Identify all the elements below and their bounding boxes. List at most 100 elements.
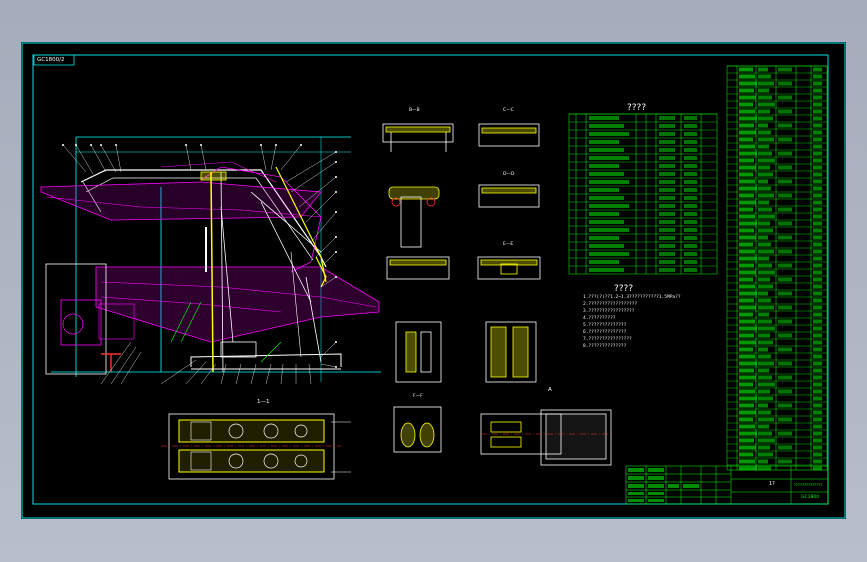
- parts-table-row: [569, 113, 717, 120]
- title-block: [625, 465, 829, 505]
- note-1: 1.???(?)??1.2~1.3???????????1.5MPa??: [583, 295, 681, 300]
- title-tag: GC1800/2: [37, 57, 65, 63]
- notes-heading: ????: [614, 284, 634, 294]
- parts-table-row: [569, 177, 717, 184]
- plan-view-1-1: [161, 413, 351, 480]
- section-label-a: A: [548, 387, 552, 393]
- parts-table-row: [569, 185, 717, 192]
- parts-table-row: [569, 265, 717, 272]
- parts-list-row: [727, 72, 827, 79]
- parts-list-row: [727, 240, 827, 247]
- parts-list-row: [727, 436, 827, 443]
- parts-list-row: [727, 163, 827, 170]
- parts-list-row: [727, 415, 827, 422]
- parts-list-row: [727, 79, 827, 86]
- parts-list-row: [727, 142, 827, 149]
- parts-list-row: [727, 331, 827, 338]
- parts-table-row: [569, 209, 717, 216]
- parts-list-row: [727, 93, 827, 100]
- parts-table-row: [569, 233, 717, 240]
- parts-table-row: [569, 225, 717, 232]
- parts-list-row: [727, 212, 827, 219]
- parts-list-row: [727, 387, 827, 394]
- parts-table-row: [569, 129, 717, 136]
- parts-list-row: [727, 450, 827, 457]
- section-label-f: F—F: [413, 394, 423, 399]
- note-6: 6.??????????????: [583, 330, 627, 335]
- parts-list-row: [727, 191, 827, 198]
- section-label-b: B—B: [409, 108, 420, 113]
- parts-list-row: [727, 198, 827, 205]
- parts-list-row: [727, 366, 827, 373]
- parts-table-row: [569, 121, 717, 128]
- parts-list-row: [727, 135, 827, 142]
- note-2: 2.??????????????????: [583, 302, 638, 307]
- parts-table-row: [569, 169, 717, 176]
- parts-list-row: [727, 268, 827, 275]
- parts-list-row: [727, 296, 827, 303]
- parts-list-row: [727, 100, 827, 107]
- parts-list-row: [727, 408, 827, 415]
- drawing-code: GC1800: [801, 495, 820, 500]
- parts-list-row: [727, 380, 827, 387]
- parts-list-row: [727, 170, 827, 177]
- parts-list-row: [727, 65, 827, 72]
- section-label-d: D—D: [503, 172, 515, 177]
- parts-list-row: [727, 177, 827, 184]
- note-8: 8.??????????????: [583, 344, 627, 349]
- parts-table-row: [569, 217, 717, 224]
- parts-table-row: [569, 201, 717, 208]
- parts-list-row: [727, 373, 827, 380]
- parts-list-row: [727, 254, 827, 261]
- parts-list-row: [727, 394, 827, 401]
- parts-list-row: [727, 205, 827, 212]
- section-label-c: C—C: [503, 108, 514, 113]
- parts-list-row: [727, 219, 827, 226]
- drawing-name: ??????????????: [794, 482, 823, 487]
- parts-list-row: [727, 464, 827, 471]
- parts-list-row: [727, 86, 827, 93]
- parts-list-row: [727, 317, 827, 324]
- parts-list-row: [727, 114, 827, 121]
- parts-list-row: [727, 282, 827, 289]
- parts-list-row: [727, 289, 827, 296]
- parts-list-row: [727, 128, 827, 135]
- note-4: 4.??????????: [583, 316, 616, 321]
- parts-table-row: [569, 161, 717, 168]
- parts-table-row: [569, 145, 717, 152]
- note-7: 7.????????????????: [583, 337, 632, 342]
- parts-table-row: [569, 153, 717, 160]
- drawing-sheet: GC1800/2 ???? ???? 1.???(?)??1.2~1.3????…: [21, 42, 846, 519]
- parts-list-row: [727, 247, 827, 254]
- parts-list-row: [727, 275, 827, 282]
- parts-list-row: [727, 149, 827, 156]
- parts-list-row: [727, 359, 827, 366]
- parts-list-row: [727, 107, 827, 114]
- parts-list-row: [727, 156, 827, 163]
- parts-list-row: [727, 457, 827, 464]
- parts-list-row: [727, 184, 827, 191]
- parts-list-row: [727, 338, 827, 345]
- parts-table-row: [569, 249, 717, 256]
- section-label-1-1: 1—1: [257, 399, 270, 405]
- section-views: [382, 123, 612, 466]
- sheet-number: 1?: [769, 481, 775, 487]
- parts-table-row: [569, 193, 717, 200]
- main-view: [40, 136, 381, 385]
- parts-list-row: [727, 324, 827, 331]
- parts-list-row: [727, 121, 827, 128]
- parts-list-row: [727, 233, 827, 240]
- parts-table-row: [569, 137, 717, 144]
- parts-list-right: [726, 65, 828, 471]
- outer-frame: [21, 42, 846, 519]
- parts-list-row: [727, 429, 827, 436]
- parts-table-row: [569, 257, 717, 264]
- note-3: 3.?????????????????: [583, 309, 635, 314]
- parts-list-row: [727, 303, 827, 310]
- parts-list-row: [727, 443, 827, 450]
- parts-list-row: [727, 352, 827, 359]
- parts-list-row: [727, 310, 827, 317]
- table-heading: ????: [627, 103, 647, 113]
- inner-frame: [32, 54, 829, 505]
